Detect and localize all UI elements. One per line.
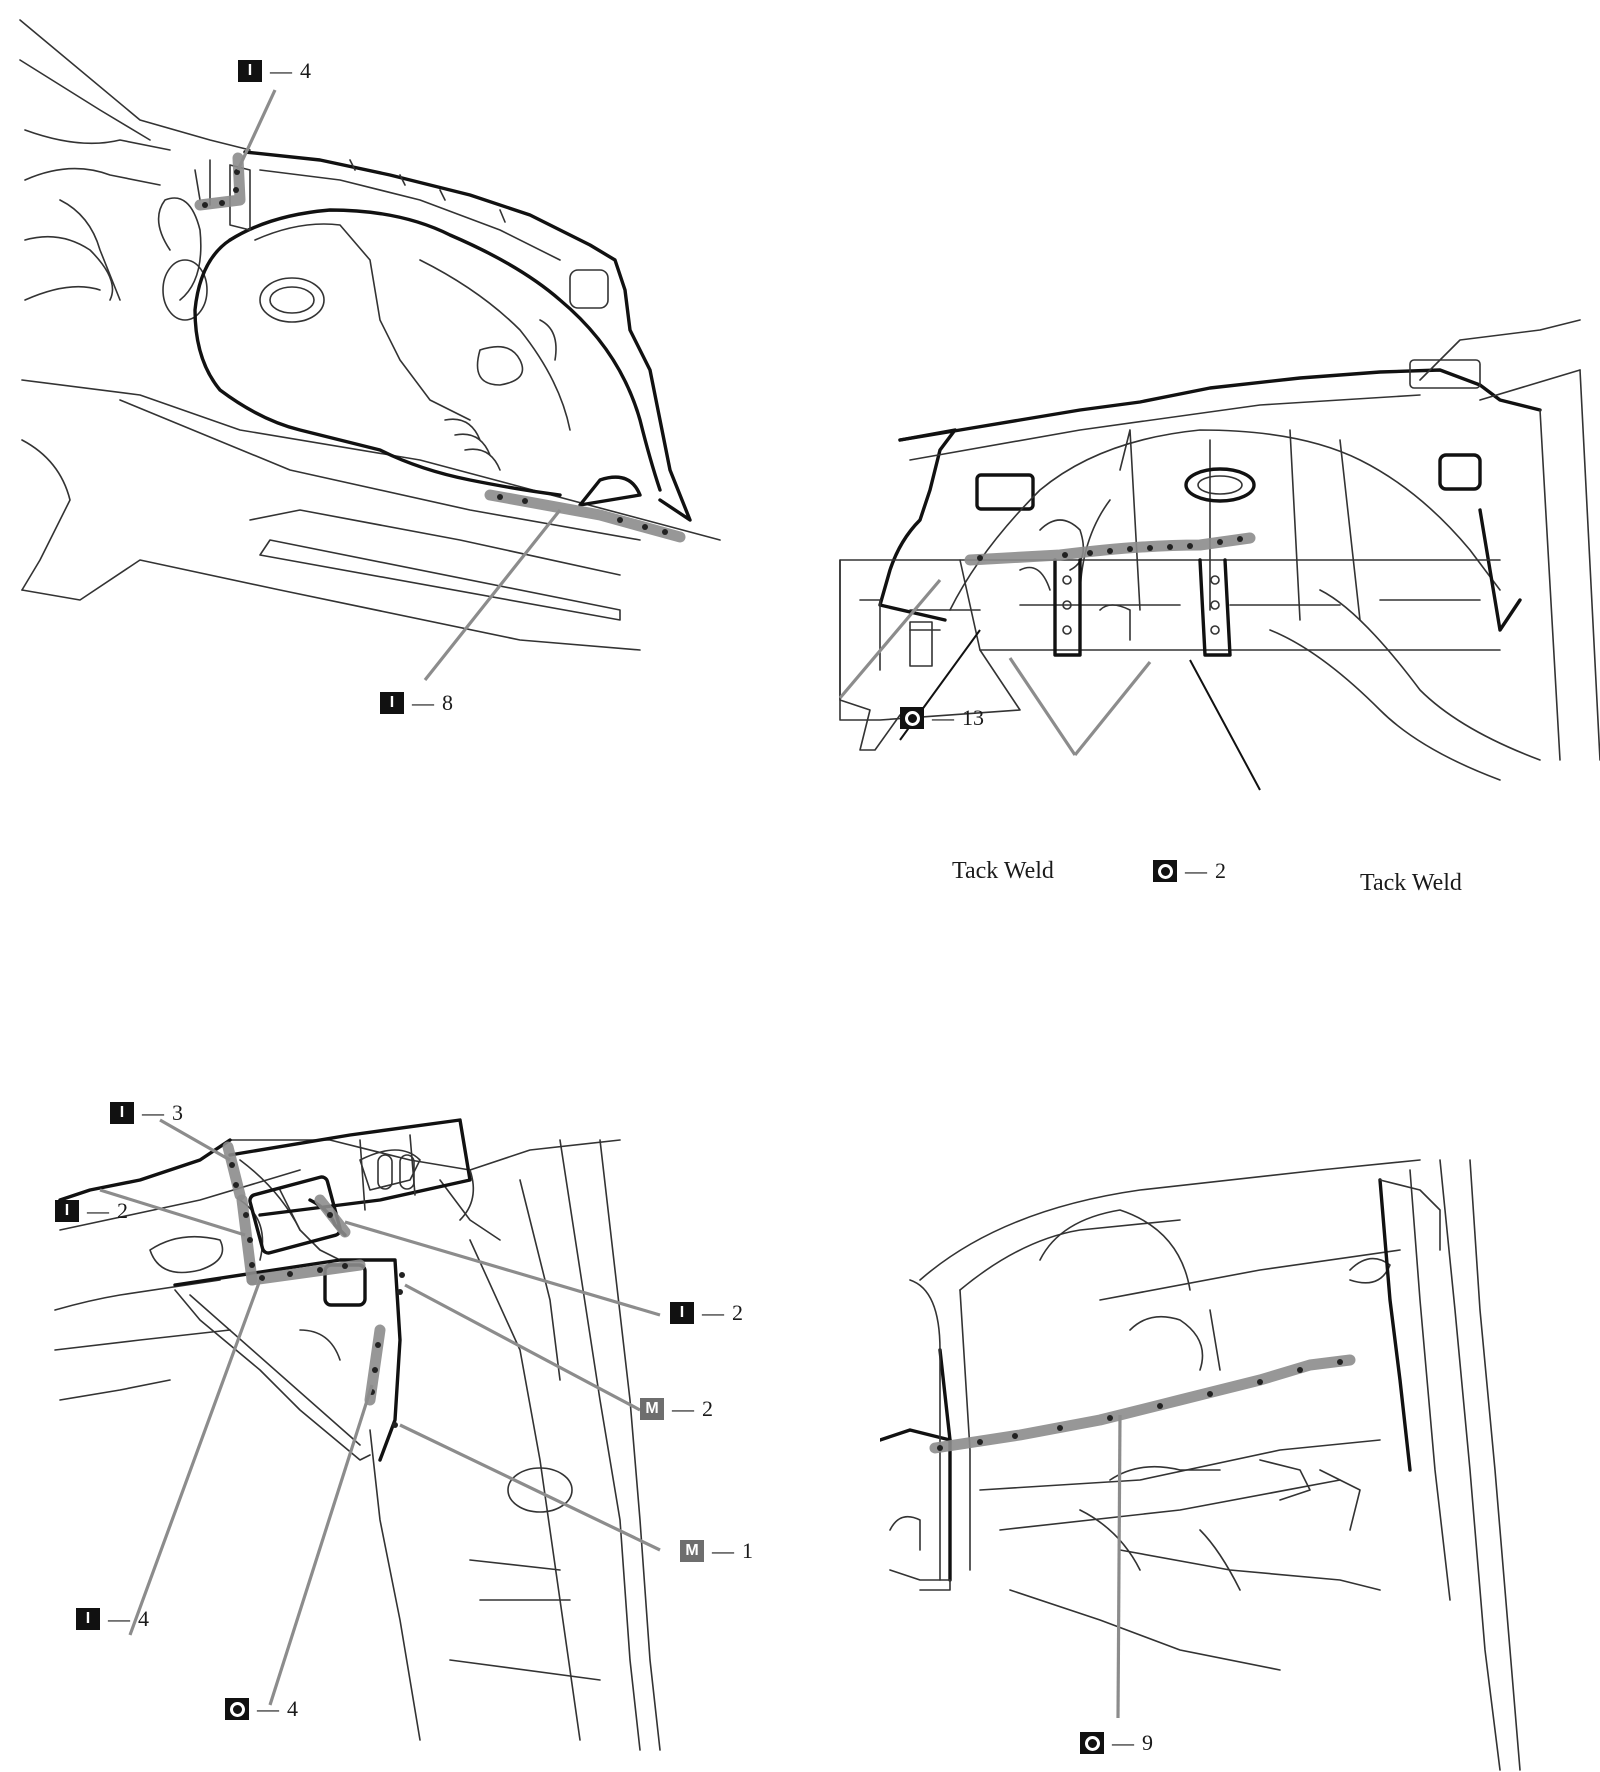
callout-o-9: — 9 [1080, 1730, 1153, 1756]
mig-seam-weld-symbol: M [640, 1398, 664, 1420]
mig-plug-weld-symbol [900, 707, 924, 729]
callout-m-2: M — 2 [640, 1396, 713, 1422]
callout-i-4: I — 4 [76, 1606, 149, 1632]
callout-i-3: I — 3 [110, 1100, 183, 1126]
weld-count: 2 [1215, 858, 1226, 883]
mig-plug-weld-symbol [1153, 860, 1177, 882]
callout-i-4: I — 4 [238, 58, 311, 84]
callout-o-2: — 2 [1153, 858, 1226, 884]
front-apron-drawing [19, 19, 721, 681]
top-left-diagram: I — 4 I — 8 [0, 0, 760, 720]
callout-i-2-left: I — 2 [55, 1198, 128, 1224]
callout-o-4: — 4 [225, 1696, 298, 1722]
weld-count: 4 [300, 58, 311, 83]
top-right-diagram: — 13 Tack Weld — 2 Tack Weld [780, 310, 1600, 930]
spot-weld-symbol: I [380, 692, 404, 714]
callout-i-2-right: I — 2 [670, 1300, 743, 1326]
callout-m-1: M — 1 [680, 1538, 753, 1564]
weld-count: 8 [442, 690, 453, 715]
wheelhouse-rail-drawing [838, 319, 1600, 791]
bottom-right-diagram: — 9 [880, 1150, 1600, 1772]
dash-panel-drawing [880, 1159, 1521, 1771]
tack-weld-label-left: Tack Weld [952, 858, 1054, 884]
cowl-pillar-drawing [54, 1118, 661, 1751]
weld-count: 13 [962, 705, 984, 730]
callout-o-13: — 13 [900, 705, 984, 731]
spot-weld-symbol: I [238, 60, 262, 82]
tack-weld-label-right: Tack Weld [1360, 870, 1462, 896]
callout-i-8: I — 8 [380, 690, 453, 716]
bottom-left-diagram: I — 3 I — 2 I — 2 M — 2 M — 1 I — 4 — 4 [0, 1100, 780, 1772]
